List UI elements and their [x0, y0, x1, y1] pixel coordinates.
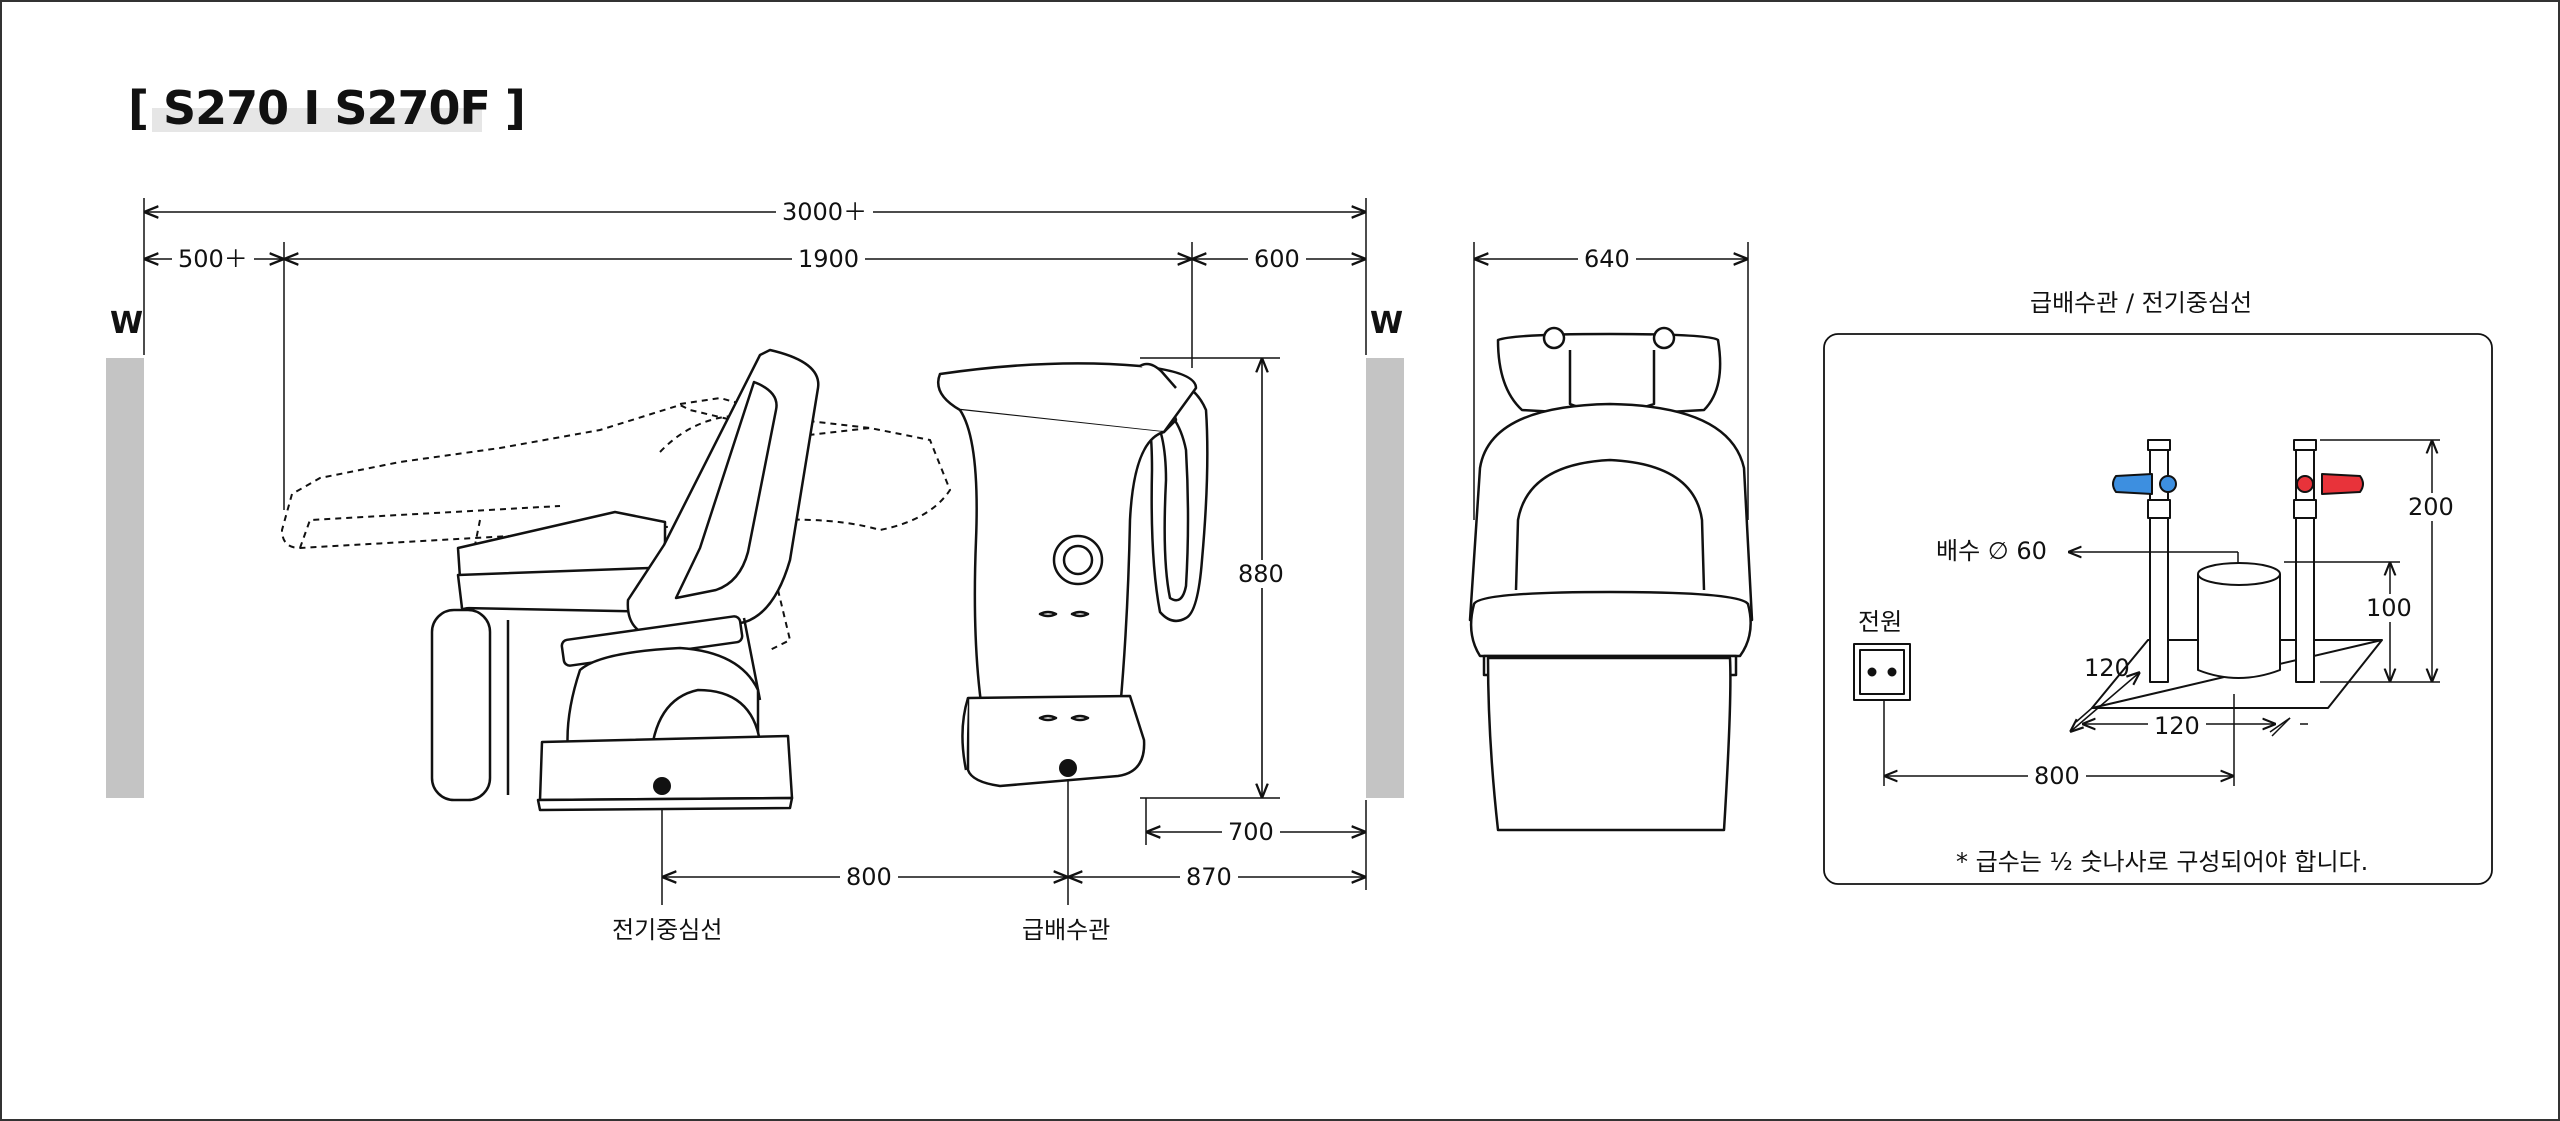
dim-total-length: 3000＋ [776, 198, 874, 226]
detail-dim-100: 100 [2360, 594, 2418, 622]
dim-pipe-to-wall-front: 870 [1180, 863, 1238, 891]
detail-dim-200: 200 [2402, 493, 2460, 521]
shampoo-chair-side [430, 348, 820, 812]
power-label: 전원 [1858, 608, 1903, 636]
detail-dim-800: 800 [2028, 762, 2086, 790]
wall-right [1366, 358, 1404, 798]
dim-rear-clearance: 500＋ [172, 245, 254, 273]
dim-height: 880 [1232, 560, 1290, 588]
electric-center-label: 전기중심선 [612, 916, 723, 944]
page-title: [ S270 I S270F ] [128, 81, 526, 135]
detail-heading: 급배수관 / 전기중심선 [2030, 289, 2253, 317]
shampoo-bowl-side [937, 362, 1209, 788]
water-pipe-marker [1059, 759, 1077, 777]
title-highlight [152, 108, 482, 132]
dim-chair-length: 1900 [792, 245, 866, 273]
wall-left [106, 358, 144, 798]
detail-note: * 급수는 ½ 숫나사로 구성되어야 합니다. [1956, 848, 2369, 876]
drain-label: 배수 ∅ 60 [1936, 537, 2047, 565]
wall-label-left: W [110, 306, 144, 341]
electric-center-marker [653, 777, 671, 795]
dim-front-clearance: 600 [1248, 245, 1306, 273]
wall-label-right: W [1370, 306, 1404, 341]
detail-dimension-lines [1883, 439, 2440, 786]
dim-elec-to-pipe: 800 [840, 863, 898, 891]
dim-pipe-to-wall: 700 [1222, 818, 1280, 846]
detail-dim-120-diag: 120 [2084, 654, 2130, 682]
dim-width: 640 [1578, 245, 1636, 273]
shampoo-chair-front [1468, 326, 1754, 832]
water-pipe-label: 급배수관 [1022, 916, 1111, 944]
detail-drawing [1853, 439, 2383, 709]
detail-dim-120-horiz: 120 [2148, 712, 2206, 740]
